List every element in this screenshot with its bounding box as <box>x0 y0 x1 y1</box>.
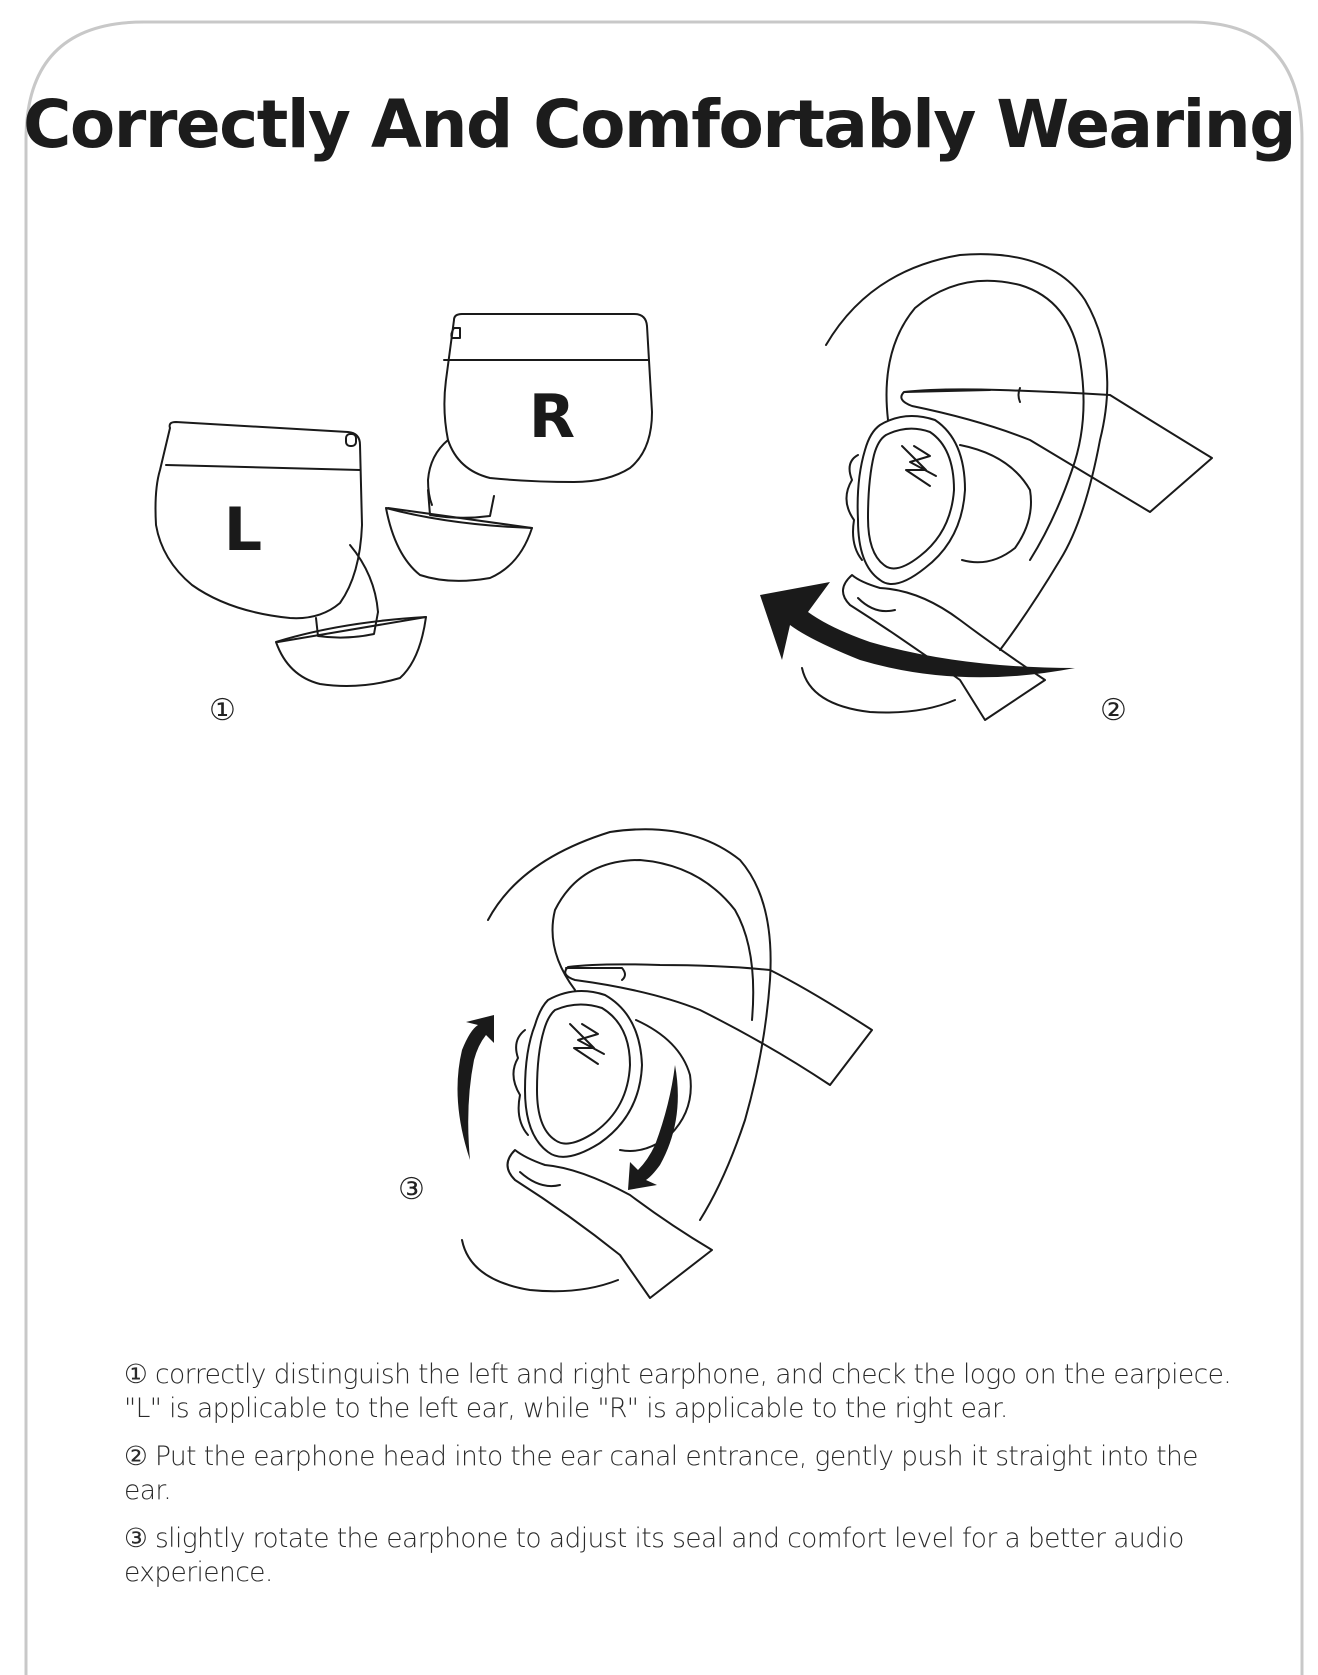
page-title: Correctly And Comfortably Wearing <box>23 86 1296 163</box>
rotate-down-arrow-icon <box>628 1065 678 1190</box>
instruction-step-2-line-1: ② Put the earphone head into the ear can… <box>124 1441 1198 1506</box>
rotate-earphone-illustration <box>461 828 873 1299</box>
instruction-step-3: ③ slightly rotate the earphone to adjust… <box>124 1522 1244 1590</box>
push-arrow-icon <box>760 582 1075 678</box>
right-ear-label: R <box>529 382 575 452</box>
instructions-list: ① correctly distinguish the left and rig… <box>124 1358 1244 1604</box>
instruction-step-3-line-1: ③ slightly rotate the earphone to adjust… <box>124 1523 1184 1554</box>
insert-earphone-illustration <box>801 253 1213 721</box>
left-ear-label: L <box>224 495 262 565</box>
step-marker-2: ② <box>1100 693 1127 728</box>
instruction-step-1: ① correctly distinguish the left and rig… <box>124 1358 1244 1426</box>
instruction-step-2: ② Put the earphone head into the ear can… <box>124 1440 1244 1508</box>
right-earbud-illustration <box>385 313 653 582</box>
step-marker-3: ③ <box>398 1172 425 1207</box>
instruction-step-1-line-1: ① correctly distinguish the left and rig… <box>124 1359 1232 1390</box>
instruction-step-3-line-2: experience. <box>124 1557 273 1588</box>
step-marker-1: ① <box>209 693 236 728</box>
left-earbud-illustration <box>154 421 427 687</box>
instruction-step-1-line-2: "L" is applicable to the left ear, while… <box>124 1393 1008 1424</box>
rotate-up-arrow-icon <box>457 1015 494 1160</box>
